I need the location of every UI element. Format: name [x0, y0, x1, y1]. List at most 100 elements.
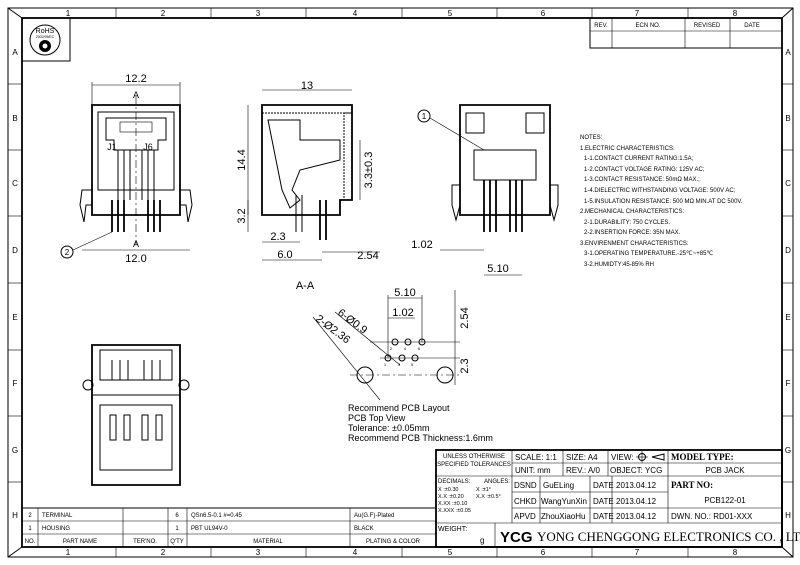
col-label: 8	[733, 548, 738, 557]
svg-text:12.0: 12.0	[125, 253, 146, 265]
svg-text:1-4.DIELECTRIC WITHSTANDING VO: 1-4.DIELECTRIC WITHSTANDING VOLTAGE: 500…	[584, 188, 736, 194]
svg-text:6.0: 6.0	[277, 249, 292, 261]
svg-text:12.2: 12.2	[125, 73, 146, 85]
row-label: H	[12, 511, 18, 520]
bottom-view	[82, 344, 190, 486]
row-label: A	[785, 48, 791, 57]
svg-text:Q'TY: Q'TY	[170, 539, 183, 545]
svg-text:HOUSING: HOUSING	[42, 526, 70, 532]
svg-text:2.54: 2.54	[357, 250, 378, 262]
col-label: 2	[161, 548, 166, 557]
svg-text:REVISED: REVISED	[694, 23, 721, 29]
col-label: 2	[161, 9, 166, 18]
rohs-logo: RoHS 2002/95/EC	[21, 17, 71, 62]
svg-text:5.10: 5.10	[394, 287, 415, 299]
svg-text:TERMINAL: TERMINAL	[42, 513, 73, 519]
svg-text:6: 6	[175, 513, 179, 519]
row-label: F	[786, 379, 791, 388]
svg-text:DATE: DATE	[593, 512, 614, 521]
row-label: E	[12, 313, 17, 322]
svg-text:1-2.CONTACT VOLTAGE RATING: 12: 1-2.CONTACT VOLTAGE RATING: 125V AC;	[584, 167, 705, 173]
svg-text:NO.: NO.	[25, 539, 36, 545]
projection-symbol-icon	[636, 451, 665, 463]
front-view: 12.2 A J1 J6 A 12.0 2	[60, 73, 193, 265]
col-label: 7	[635, 548, 640, 557]
svg-text:2: 2	[28, 513, 32, 519]
svg-text:PCB Top View: PCB Top View	[348, 413, 406, 423]
svg-text:3.3±0.3: 3.3±0.3	[363, 152, 375, 189]
svg-text:ANGLES:: ANGLES:	[484, 479, 510, 485]
section-title: A-A	[296, 280, 315, 292]
col-label: 5	[448, 548, 453, 557]
svg-text:X :±0.30: X :±0.30	[438, 487, 458, 493]
row-label: C	[12, 179, 18, 188]
svg-text:MATERIAL: MATERIAL	[253, 539, 283, 545]
pcb-layout: 1 2 3 4 5 6 5.10 1.02 2.54 2.3 6-Ø0.9 2-…	[312, 287, 493, 443]
svg-text:VIEW:: VIEW:	[611, 453, 634, 462]
col-label: 1	[66, 548, 71, 557]
svg-text:SCALE: 1:1: SCALE: 1:1	[515, 453, 557, 462]
company-name: YONG CHENGGONG ELECTRONICS CO. , LTD.	[537, 529, 800, 544]
svg-text:1.02: 1.02	[411, 239, 432, 251]
section-view: 13 14.4 3.3±0.3 3.2 2.3 6.0 2.54 A-A	[236, 80, 380, 292]
svg-text:X.XXX :±0.05: X.XXX :±0.05	[438, 508, 471, 514]
svg-text:X.X :±0.20: X.X :±0.20	[438, 494, 464, 500]
svg-text:1.02: 1.02	[392, 307, 413, 319]
svg-text:2.3: 2.3	[270, 231, 285, 243]
svg-text:13: 13	[301, 80, 313, 92]
svg-text:X :±1°: X :±1°	[476, 487, 491, 493]
svg-text:QSn6.5-0.1 #=0.45: QSn6.5-0.1 #=0.45	[191, 513, 243, 519]
drawing-frame: 1 2 3 4 5 6 7 8 1 2 3 4 5 6 7 8 A B C D …	[7, 7, 794, 558]
svg-text:ECN NO.: ECN NO.	[635, 23, 660, 29]
row-label: H	[785, 511, 791, 520]
row-label: C	[785, 179, 791, 188]
svg-text:2-1.DURABILITY: 750 CYCLES.: 2-1.DURABILITY: 750 CYCLES.	[584, 220, 670, 226]
svg-text:PLATING & COLOR: PLATING & COLOR	[366, 539, 421, 545]
svg-text:14.4: 14.4	[236, 149, 248, 170]
col-label: 3	[256, 548, 261, 557]
svg-text:WangYunXin: WangYunXin	[541, 497, 587, 506]
svg-text:1.ELECTRIC CHARACTERISTICS:: 1.ELECTRIC CHARACTERISTICS:	[580, 146, 675, 152]
row-label: G	[785, 446, 791, 455]
svg-text:REV.: REV.	[594, 23, 608, 29]
svg-text:SPECIFIED TOLERANCES: SPECIFIED TOLERANCES	[437, 462, 511, 468]
svg-text:DWN. NO.: RD01-XXX: DWN. NO.: RD01-XXX	[671, 512, 753, 521]
svg-text:CHKD: CHKD	[514, 497, 537, 506]
svg-text:2013.04.12: 2013.04.12	[616, 481, 657, 490]
row-label: F	[13, 379, 18, 388]
svg-text:A: A	[133, 90, 139, 100]
svg-text:X.XX :±0.10: X.XX :±0.10	[438, 501, 467, 507]
pin-number: 2	[390, 346, 393, 351]
svg-text:MODEL TYPE:: MODEL TYPE:	[671, 452, 734, 462]
revision-table: REV. ECN NO. REVISED DATE	[589, 17, 783, 49]
svg-text:Au(G.F)-Plated: Au(G.F)-Plated	[354, 513, 394, 519]
svg-text:REV.: A/0: REV.: A/0	[566, 466, 601, 475]
pin-number: 6	[418, 346, 421, 351]
svg-text:DATE: DATE	[593, 481, 614, 490]
svg-text:1: 1	[175, 526, 179, 532]
svg-text:1-3.CONTACT RESISTANCE: 50mΩ M: 1-3.CONTACT RESISTANCE: 50mΩ MAX.;	[584, 177, 700, 183]
svg-text:X.X :±0.5°: X.X :±0.5°	[476, 494, 501, 500]
svg-text:2.54: 2.54	[459, 307, 471, 328]
svg-text:3.ENVIRENMENT CHARACTERISTICS:: 3.ENVIRENMENT CHARACTERISTICS:	[580, 241, 689, 247]
svg-text:SIZE: A4: SIZE: A4	[566, 453, 598, 462]
svg-text:ZhouXiaoHu: ZhouXiaoHu	[541, 512, 585, 521]
svg-text:DECIMALS:: DECIMALS:	[438, 479, 471, 485]
row-label: B	[12, 114, 17, 123]
svg-text:NOTES:: NOTES:	[580, 135, 603, 141]
svg-text:Recommend PCB Layout: Recommend PCB Layout	[348, 403, 450, 413]
svg-text:1: 1	[28, 526, 32, 532]
callout-2: 2	[65, 248, 70, 257]
svg-text:GuELing: GuELing	[543, 481, 574, 490]
svg-text:BLACK: BLACK	[354, 526, 374, 532]
svg-text:A: A	[133, 239, 139, 249]
svg-text:J6: J6	[143, 142, 153, 152]
svg-text:Tolerance: ±0.05mm: Tolerance: ±0.05mm	[348, 423, 429, 433]
col-label: 1	[66, 9, 71, 18]
svg-text:PCB JACK: PCB JACK	[705, 466, 745, 475]
svg-text:WEIGHT:: WEIGHT:	[438, 526, 467, 533]
svg-text:2013.04.12: 2013.04.12	[616, 512, 657, 521]
title-block: UNLESS OTHERWISE SPECIFIED TOLERANCES DE…	[435, 449, 800, 548]
svg-text:TER'NO.: TER'NO.	[133, 539, 157, 545]
